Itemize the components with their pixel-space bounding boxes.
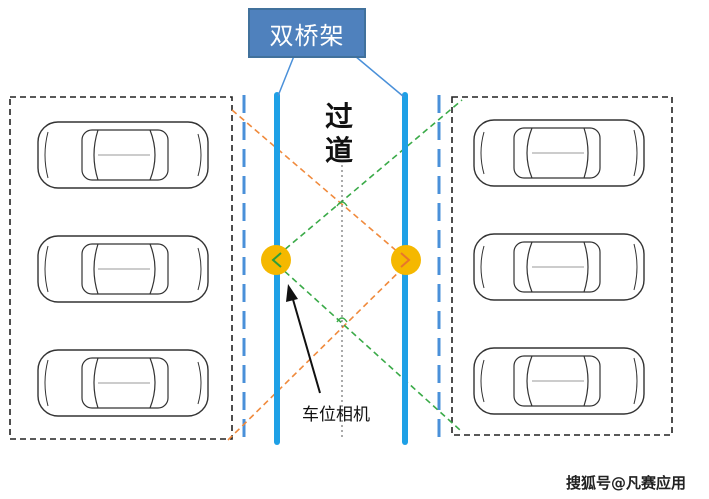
car-right-3 bbox=[473, 347, 645, 415]
title-connector-left bbox=[277, 55, 295, 97]
sight-line-green-2 bbox=[269, 257, 461, 431]
diagram-title: 双桥架 bbox=[269, 21, 345, 50]
car-left-2 bbox=[37, 235, 209, 303]
title-connector-right bbox=[354, 55, 405, 98]
camera-arrow bbox=[291, 295, 321, 394]
aisle-label: 过道 bbox=[324, 100, 353, 167]
car-left-1 bbox=[37, 121, 209, 189]
camera-label: 车位相机 bbox=[302, 405, 370, 425]
title-box: 双桥架 bbox=[248, 8, 366, 58]
center-marker-bottom bbox=[336, 317, 348, 323]
right-parking-zone bbox=[451, 96, 673, 436]
car-left-3 bbox=[37, 349, 209, 417]
car-right-1 bbox=[473, 119, 645, 187]
sight-line-orange-2 bbox=[227, 257, 414, 441]
sight-line-green-1 bbox=[269, 99, 463, 263]
left-camera bbox=[261, 245, 291, 275]
car-right-2 bbox=[473, 233, 645, 301]
left-parking-zone bbox=[9, 96, 233, 440]
right-camera bbox=[391, 245, 421, 275]
source-label: 搜狐号@凡赛应用 bbox=[566, 474, 687, 492]
camera-arrow-head bbox=[286, 284, 298, 302]
center-marker-top bbox=[336, 201, 348, 207]
